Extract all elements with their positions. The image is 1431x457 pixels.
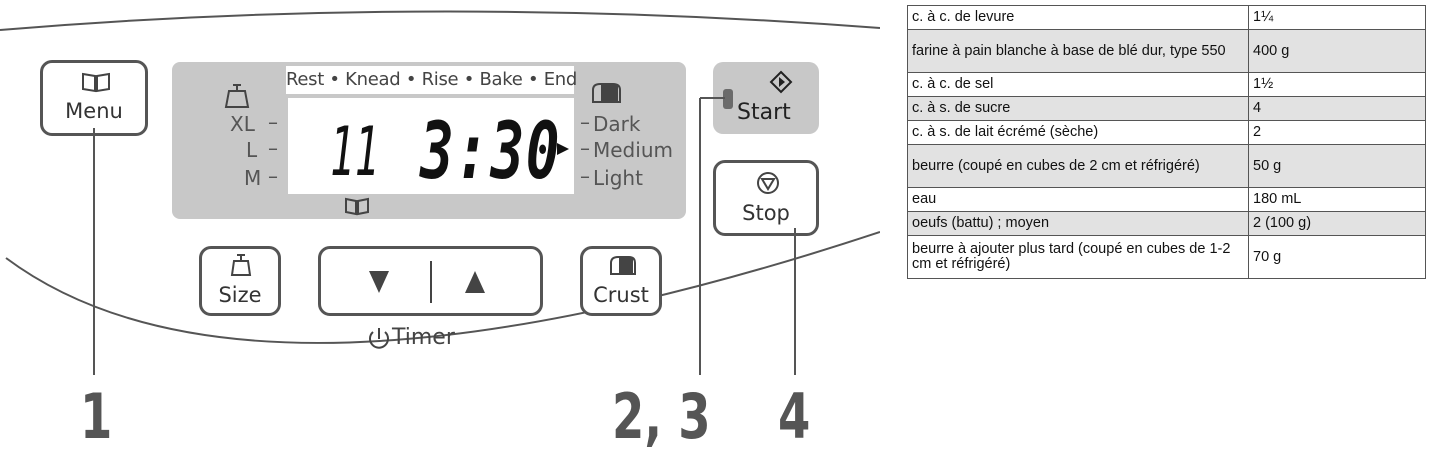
callout-menu: 1 (80, 380, 113, 453)
start-button[interactable]: Start (713, 62, 819, 134)
ingredient-cell: c. à s. de sucre (907, 96, 1249, 121)
menu-button-label: Menu (65, 99, 123, 123)
amount-cell: 50 g (1248, 144, 1426, 188)
book-icon (82, 72, 110, 93)
callout-start: 2, 3 (612, 380, 711, 453)
medium-pointer-icon (557, 143, 569, 155)
crust-label-medium: Medium (593, 138, 673, 162)
crust-bread-icon (610, 256, 636, 275)
start-indicator-led (723, 89, 733, 109)
ingredient-cell: beurre à ajouter plus tard (coupé en cub… (907, 235, 1249, 279)
callout-leaders (93, 97, 796, 375)
callout-stop: 4 (778, 380, 811, 453)
timer-power-icon (369, 328, 389, 349)
menu-button[interactable]: Menu (40, 60, 148, 136)
amount-cell: 4 (1248, 96, 1426, 121)
size-button[interactable]: Size (199, 246, 281, 316)
table-row: farine à pain blanche à base de blé dur,… (907, 29, 1426, 73)
program-steps-bar: Rest • Knead • Rise • Bake • End (286, 66, 577, 94)
ingredient-cell: c. à c. de sel (907, 72, 1249, 97)
ingredient-cell: farine à pain blanche à base de blé dur,… (907, 29, 1249, 73)
crust-button[interactable]: Crust (580, 246, 662, 316)
menu-number-readout: 11 (330, 113, 380, 192)
crust-bread-icon (592, 83, 621, 103)
stop-button[interactable]: Stop (713, 160, 819, 236)
timer-label: Timer (392, 325, 455, 350)
table-row: c. à s. de lait écrémé (sèche)2 (907, 120, 1426, 145)
amount-cell: 2 (1248, 120, 1426, 145)
size-button-label: Size (218, 283, 262, 307)
size-weight-icon (230, 254, 252, 276)
book-icon (345, 197, 369, 216)
start-icon (769, 70, 793, 94)
stop-icon (757, 172, 779, 194)
lcd-screen (288, 98, 574, 194)
amount-cell: 1½ (1248, 72, 1426, 97)
crust-button-label: Crust (593, 283, 649, 307)
amount-cell: 1¼ (1248, 5, 1426, 30)
ingredient-cell: c. à s. de lait écrémé (sèche) (907, 120, 1249, 145)
panel-outline (0, 10, 880, 344)
timer-arrows-button[interactable] (318, 246, 543, 316)
start-button-label: Start (737, 100, 791, 125)
ingredient-cell: c. à c. de levure (907, 5, 1249, 30)
size-label-m: M (244, 166, 262, 190)
table-row: beurre à ajouter plus tard (coupé en cub… (907, 235, 1426, 279)
bread-maker-control-panel: Menu Rest • Knead • Rise • Bake • End XL… (0, 10, 880, 453)
time-readout: 3:30 (420, 107, 562, 197)
amount-cell: 70 g (1248, 235, 1426, 279)
ingredient-cell: beurre (coupé en cubes de 2 cm et réfrig… (907, 144, 1249, 188)
size-label-l: L (246, 138, 258, 162)
size-label-xl: XL (230, 112, 255, 136)
crust-label-dark: Dark (593, 112, 641, 136)
amount-cell: 2 (100 g) (1248, 211, 1426, 236)
stop-button-label: Stop (742, 201, 790, 225)
down-arrow-icon (369, 271, 389, 293)
ingredient-cell: eau (907, 187, 1249, 212)
size-weight-icon (224, 84, 250, 108)
up-arrow-icon (465, 271, 485, 293)
crust-label-light: Light (593, 166, 643, 190)
table-row: beurre (coupé en cubes de 2 cm et réfrig… (907, 144, 1426, 188)
ingredient-cell: oeufs (battu) ; moyen (907, 211, 1249, 236)
amount-cell: 400 g (1248, 29, 1426, 73)
amount-cell: 180 mL (1248, 187, 1426, 212)
